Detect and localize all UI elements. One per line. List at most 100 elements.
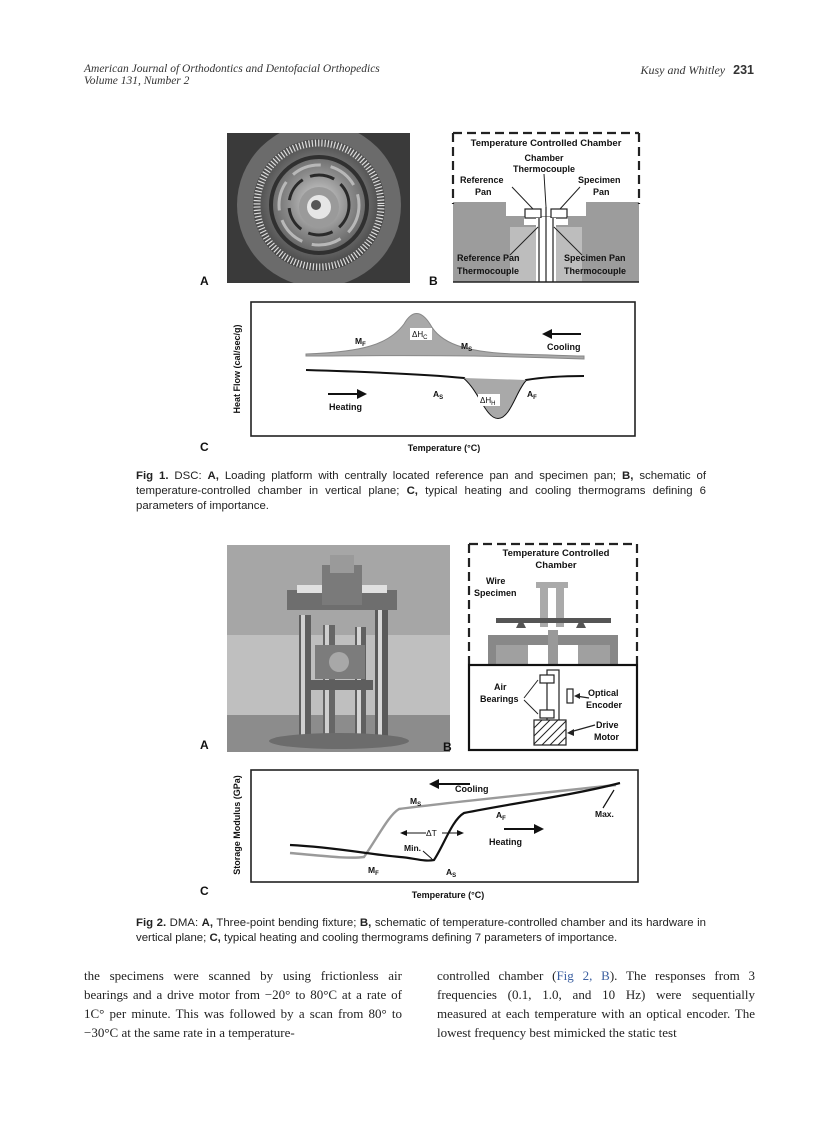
fig1-af: A [527, 389, 533, 399]
fig2-reference-link[interactable]: Fig 2, B [556, 968, 610, 983]
svg-text:MF: MF [368, 865, 379, 877]
fig1-ref-tc-1: Reference Pan [457, 253, 520, 263]
fig2-cooling: Cooling [455, 784, 489, 794]
fig1-caption-text-3: schematic of temperature-controlled cham… [136, 470, 707, 497]
fig1-dhc: ΔH [412, 330, 423, 339]
fig2-optical-1: Optical [588, 688, 619, 698]
body-text-right-column: controlled chamber (Fig 2, B). The respo… [437, 966, 755, 1042]
fig1-ref-pan-1: Reference [460, 175, 504, 185]
fig2-air-2: Bearings [480, 694, 519, 704]
fig2-air-1: Air [494, 682, 507, 692]
body-text-left-column: the specimens were scanned by using fric… [84, 968, 402, 1040]
fig1-as-sub: S [439, 395, 443, 401]
fig2-max: Max. [595, 809, 614, 819]
svg-text:ΔHH: ΔHH [480, 396, 495, 407]
fig1-caption-text-2: Loading platform with centrally located … [218, 470, 623, 482]
svg-text:ΔHC: ΔHC [412, 330, 428, 341]
fig1-label-c: C [200, 440, 209, 454]
fig1-as: A [433, 389, 439, 399]
fig2-mf: M [368, 865, 375, 875]
fig1-ref-pan-2: Pan [475, 187, 492, 197]
fig1-photo-loading-platform [227, 133, 410, 283]
fig2-caption: Fig 2. DMA: A, Three-point bending fixtu… [136, 916, 706, 946]
fig2-label-c: C [200, 884, 209, 898]
fig1-ref-tc-2: Thermocouple [457, 266, 519, 276]
fig1-dhh: ΔH [480, 396, 491, 405]
fig1-dsc-chamber-schematic: Temperature Controlled Chamber Chamber T… [451, 131, 641, 283]
fig1-caption-text-4: typical heating and cooling thermograms … [136, 485, 706, 512]
fig1-label-b: B [429, 274, 438, 288]
fig2-caption-text-2: Three-point bending fixture; [213, 917, 360, 929]
fig2-optical-2: Encoder [586, 700, 623, 710]
running-header-left: American Journal of Orthodontics and Den… [84, 63, 380, 87]
fig1-mf-sub: F [362, 342, 366, 348]
fig2-chamber-title-1: Temperature Controlled [503, 548, 610, 559]
fig1-chamber-tc-2: Thermocouple [513, 164, 575, 174]
fig1-caption: Fig 1. DSC: A, Loading platform with cen… [136, 469, 706, 514]
fig1-xlabel: Temperature (°C) [408, 443, 480, 453]
fig1-caption-a: A, [207, 470, 219, 482]
svg-text:MS: MS [410, 796, 421, 808]
fig2-ms-sub: S [417, 802, 421, 808]
svg-text:MF: MF [355, 336, 366, 348]
fig1-caption-text-1: DSC: [168, 470, 208, 482]
fig1-cooling: Cooling [547, 342, 581, 352]
journal-volume: Volume 131, Number 2 [84, 75, 190, 87]
fig1-chamber-tc-1: Chamber [524, 153, 564, 163]
fig1-caption-label: Fig 1. [136, 470, 169, 482]
fig1-ylabel: Heat Flow (cal/sec/g) [232, 324, 242, 413]
fig1-label-a: A [200, 274, 209, 288]
fig1-mf: M [355, 336, 362, 346]
fig2-drive-1: Drive [596, 720, 619, 730]
fig2-caption-text-3: schematic of temperature-controlled cham… [136, 917, 706, 944]
fig1-ms: M [461, 341, 468, 351]
svg-text:AF: AF [527, 389, 537, 401]
fig2-ylabel: Storage Modulus (GPa) [232, 775, 242, 875]
fig2-caption-text-4: typical heating and cooling thermograms … [220, 932, 618, 944]
fig2-mf-sub: F [375, 871, 379, 877]
svg-text:MS: MS [461, 341, 472, 353]
fig2-wire-1: Wire [486, 576, 505, 586]
fig2-caption-c: C, [209, 932, 221, 944]
svg-text:AS: AS [446, 867, 456, 879]
fig1-dhh-sub: H [491, 401, 495, 407]
fig2-dma-chamber-schematic: Temperature Controlled Chamber Wire Spec… [467, 542, 639, 752]
fig2-caption-a: A, [201, 917, 214, 929]
page-number: 231 [733, 63, 754, 77]
fig2-caption-label: Fig 2. [136, 917, 167, 929]
fig2-as: A [446, 867, 452, 877]
fig2-dt: ΔT [426, 828, 437, 838]
svg-text:AF: AF [496, 810, 506, 822]
fig1-chamber-title: Temperature Controlled Chamber [471, 138, 622, 149]
fig2-af-sub: F [502, 816, 506, 822]
fig1-caption-c: C, [406, 485, 418, 497]
fig1-spec-tc-1: Specimen Pan [564, 253, 626, 263]
fig2-wire-2: Specimen [474, 588, 517, 598]
header-authors: Kusy and Whitley [640, 63, 726, 77]
fig2-label-b: B [443, 740, 452, 754]
fig2-label-a: A [200, 738, 209, 752]
fig1-af-sub: F [533, 395, 537, 401]
fig1-dhc-sub: C [423, 335, 428, 341]
fig1-spec-pan-2: Pan [593, 187, 610, 197]
fig1-spec-pan-1: Specimen [578, 175, 621, 185]
fig2-heating: Heating [489, 837, 522, 847]
journal-title: American Journal of Orthodontics and Den… [84, 63, 380, 75]
fig2-min: Min. [404, 843, 421, 853]
fig2-caption-text-1: DMA: [166, 917, 202, 929]
fig2-drive-2: Motor [594, 732, 619, 742]
fig1-dsc-thermogram: Heat Flow (cal/sec/g) MF ΔHC MS Cooling … [232, 301, 636, 453]
fig1-heating: Heating [329, 402, 362, 412]
fig2-af: A [496, 810, 502, 820]
fig2-ms: M [410, 796, 417, 806]
fig2-as-sub: S [452, 873, 456, 879]
fig1-ms-sub: S [468, 347, 472, 353]
fig2-caption-b: B, [359, 917, 372, 929]
fig2-dma-thermogram: Storage Modulus (GPa) Cooling MS AF Max.… [232, 769, 639, 900]
fig2-chamber-title-2: Chamber [535, 560, 576, 571]
fig1-caption-b: B, [622, 470, 634, 482]
svg-text:AS: AS [433, 389, 443, 401]
fig2-xlabel: Temperature (°C) [412, 890, 484, 900]
fig2-photo-bending-fixture [227, 545, 450, 752]
fig1-spec-tc-2: Thermocouple [564, 266, 626, 276]
